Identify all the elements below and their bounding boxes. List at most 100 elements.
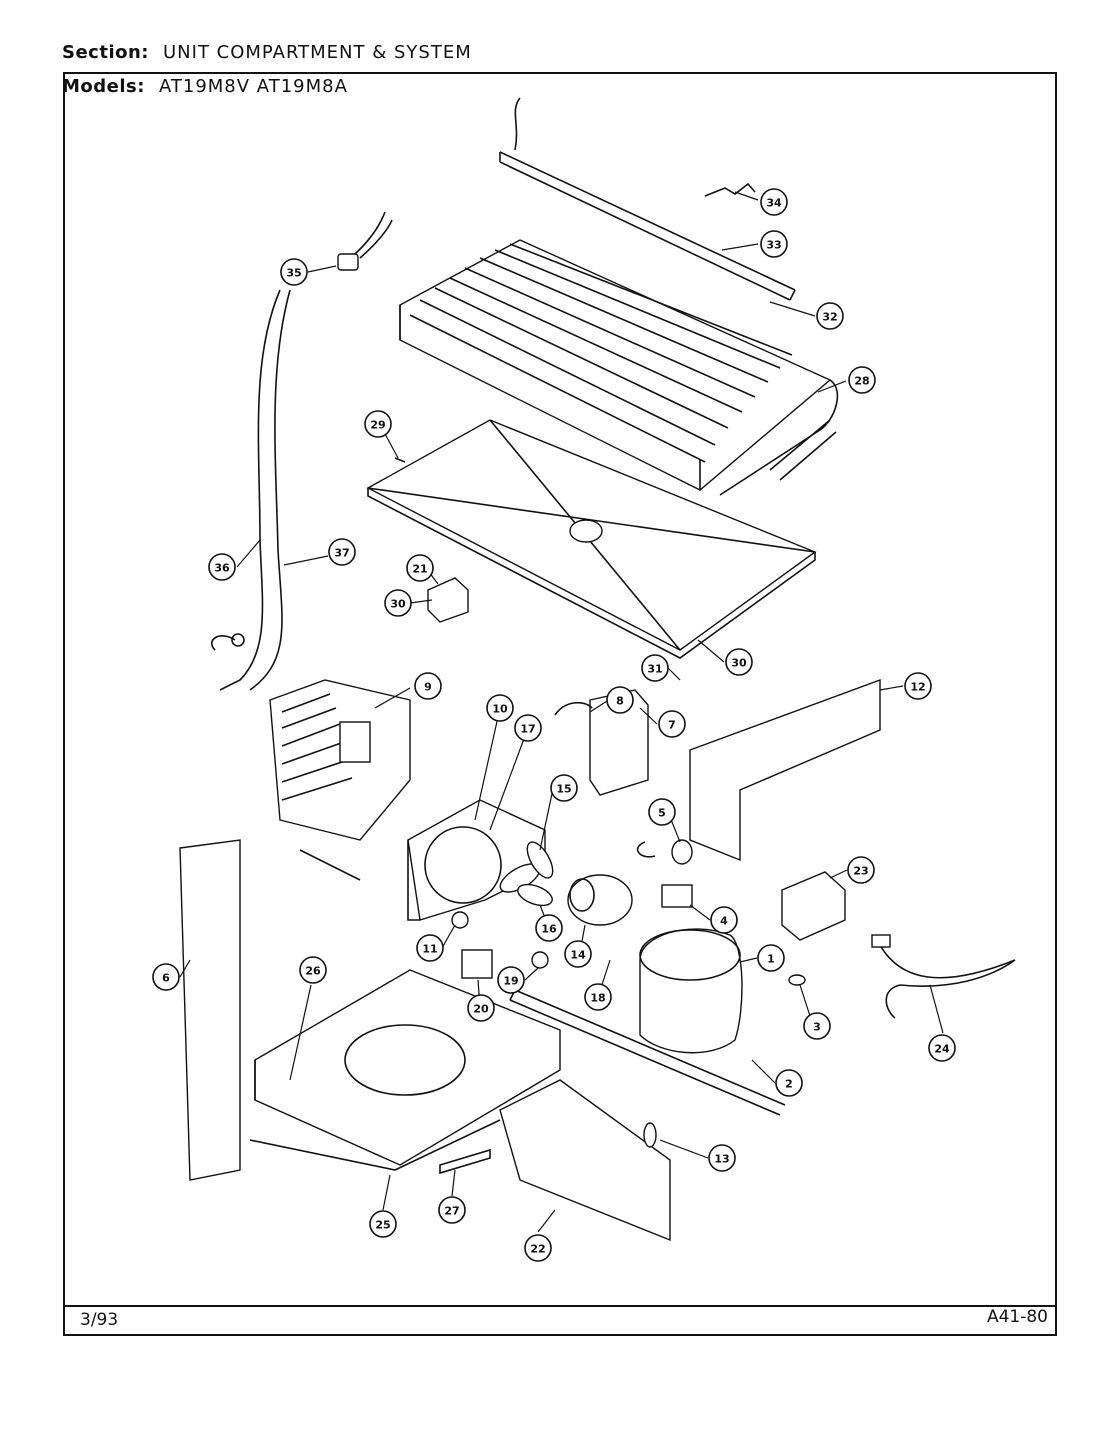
callout-6: 6 — [152, 963, 180, 991]
callout-number: 8 — [616, 695, 624, 708]
models-label: Models: — [62, 76, 145, 97]
start-relay — [461, 949, 493, 979]
callout-number: 23 — [853, 865, 868, 878]
capillary-tubing — [211, 289, 291, 691]
mounting-plate — [689, 678, 881, 862]
callout-number: 31 — [647, 663, 662, 676]
callout-number: 11 — [422, 943, 437, 956]
section-heading: Section: UNIT COMPARTMENT & SYSTEM — [62, 42, 472, 63]
drawing-frame — [63, 72, 1057, 1336]
callout-number: 14 — [570, 949, 586, 962]
callout-5: 5 — [648, 798, 676, 826]
callout-10: 10 — [486, 694, 514, 722]
callout-2: 2 — [775, 1069, 803, 1097]
callout-number: 33 — [766, 239, 781, 252]
callout-number: 32 — [822, 311, 837, 324]
overload-protector — [661, 884, 693, 908]
callout-4: 4 — [710, 906, 738, 934]
models-list: AT19M8V AT19M8A — [158, 76, 348, 97]
callout-number: 34 — [766, 197, 782, 210]
compressor — [639, 928, 743, 1054]
callout-number: 24 — [934, 1043, 950, 1056]
callout-number: 26 — [305, 965, 321, 978]
callout-31: 31 — [641, 654, 669, 682]
callout-number: 7 — [668, 719, 676, 732]
callout-number: 1 — [767, 953, 775, 966]
callout-number: 9 — [424, 681, 432, 694]
callout-number: 2 — [785, 1078, 793, 1091]
models-heading: Models: AT19M8V AT19M8A — [62, 76, 348, 97]
callout-number: 15 — [556, 783, 571, 796]
gasket-panel — [179, 839, 241, 1181]
callout-15: 15 — [550, 774, 578, 802]
callout-number: 10 — [492, 703, 508, 716]
callout-30: 30 — [725, 648, 753, 676]
defrost-timer — [781, 871, 846, 941]
callout-number: 20 — [473, 1003, 489, 1016]
callout-number: 4 — [720, 915, 728, 928]
callout-number: 21 — [412, 563, 427, 576]
callout-20: 20 — [467, 994, 495, 1022]
callout-number: 27 — [444, 1205, 459, 1218]
callout-11: 11 — [416, 934, 444, 962]
callout-21: 21 — [406, 554, 434, 582]
callout-number: 6 — [162, 972, 170, 985]
callout-number: 16 — [541, 923, 557, 936]
callout-number: 30 — [731, 657, 747, 670]
fan-blade — [499, 841, 554, 907]
callout-27: 27 — [438, 1196, 466, 1224]
callout-35: 35 — [280, 258, 308, 286]
revision-date: 3/93 — [80, 1310, 119, 1330]
callout-14: 14 — [564, 940, 592, 968]
callout-number: 37 — [334, 547, 349, 560]
clip-13 — [643, 1122, 657, 1148]
callout-number: 28 — [854, 375, 869, 388]
callout-16: 16 — [535, 914, 563, 942]
callout-12: 12 — [904, 672, 932, 700]
footer-divider — [63, 1305, 1057, 1307]
callout-number: 5 — [658, 807, 666, 820]
rear-cover — [499, 1079, 671, 1242]
heat-exchanger-9 — [269, 679, 411, 881]
callout-13: 13 — [708, 1144, 736, 1172]
bracket-27 — [439, 1148, 491, 1175]
callout-32: 32 — [816, 302, 844, 330]
callout-3: 3 — [803, 1012, 831, 1040]
clip-21 — [427, 577, 469, 623]
callout-number: 17 — [520, 723, 535, 736]
callout-24: 24 — [928, 1034, 956, 1062]
callout-number: 35 — [286, 267, 301, 280]
callout-33: 33 — [760, 230, 788, 258]
callout-29: 29 — [364, 410, 392, 438]
callout-36: 36 — [208, 553, 236, 581]
callout-18: 18 — [584, 983, 612, 1011]
callout-8: 8 — [606, 686, 634, 714]
callout-25: 25 — [369, 1210, 397, 1238]
power-cord — [871, 934, 1016, 1019]
callout-34: 34 — [760, 188, 788, 216]
top-bracket-rail — [499, 97, 796, 301]
callout-1: 1 — [757, 944, 785, 972]
callout-number: 36 — [214, 562, 230, 575]
section-title: UNIT COMPARTMENT & SYSTEM — [163, 42, 472, 63]
callout-number: 19 — [503, 975, 518, 988]
callout-number: 25 — [375, 1219, 390, 1232]
callout-17: 17 — [514, 714, 542, 742]
callout-number: 22 — [530, 1243, 545, 1256]
callout-markers: 3433353228293637213030319101787121556234… — [152, 188, 956, 1262]
section-label: Section: — [62, 42, 149, 63]
callout-22: 22 — [524, 1234, 552, 1262]
grommet — [788, 974, 806, 986]
callout-19: 19 — [497, 966, 525, 994]
clip-35 — [337, 211, 393, 271]
callout-number: 12 — [910, 681, 925, 694]
callout-26: 26 — [299, 956, 327, 984]
callout-number: 18 — [590, 992, 605, 1005]
spring-clip — [704, 182, 756, 197]
callout-37: 37 — [328, 538, 356, 566]
document-id: A41-80 — [986, 1307, 1048, 1327]
callout-30: 30 — [384, 589, 412, 617]
callout-28: 28 — [848, 366, 876, 394]
callout-9: 9 — [414, 672, 442, 700]
